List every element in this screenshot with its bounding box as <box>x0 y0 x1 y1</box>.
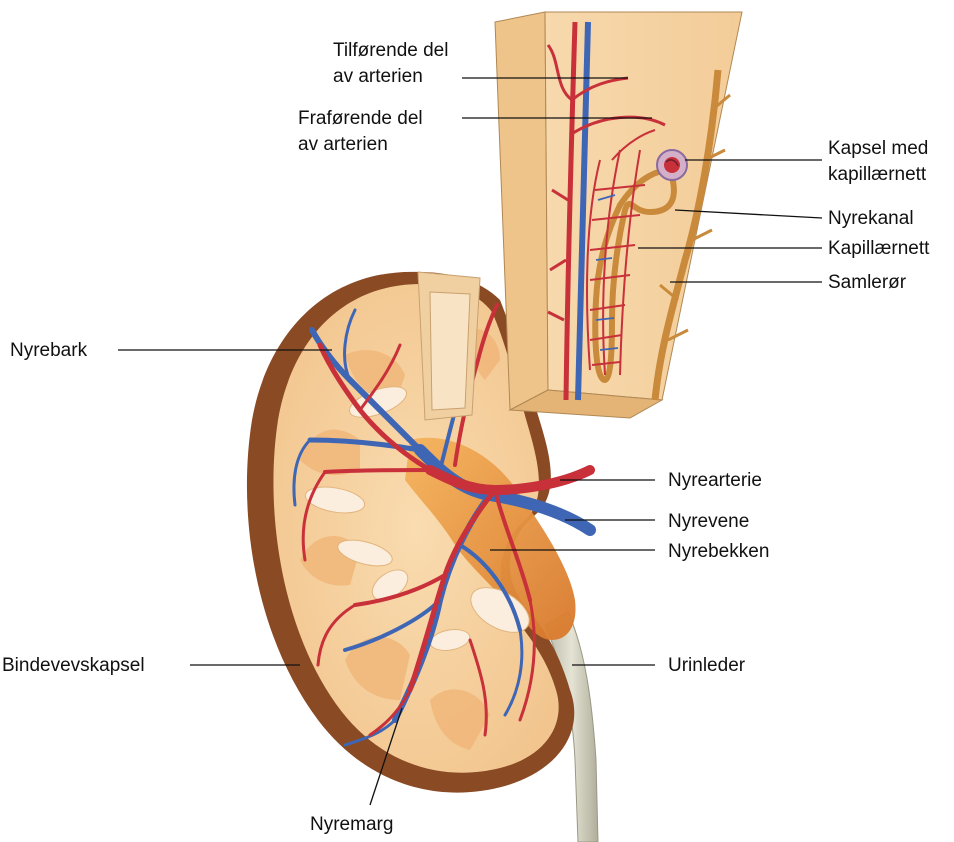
collecting-duct <box>651 69 722 401</box>
label-tilforende-line1: Tilførende del <box>333 40 448 61</box>
kidney-arteries <box>301 303 595 737</box>
kidney <box>246 271 599 842</box>
block-artery <box>563 21 578 401</box>
capillary-network <box>586 129 656 376</box>
label-nyrearterie: Nyrearterie <box>668 470 762 491</box>
label-kapillaernett: Kapillærnett <box>828 238 930 259</box>
label-nyrebekken: Nyrebekken <box>668 541 769 562</box>
label-tilforende-line2: av arterien <box>333 66 423 87</box>
label-fraforende-line2: av arterien <box>298 134 388 155</box>
leader-lines <box>118 77 823 806</box>
label-nyremarg: Nyremarg <box>310 814 393 835</box>
labels: Tilførende del av arterien Fraførende de… <box>2 40 930 835</box>
label-nyrebark: Nyrebark <box>10 340 88 361</box>
label-nyrekanal: Nyrekanal <box>828 208 914 229</box>
label-urinleder: Urinleder <box>668 655 746 676</box>
label-samleror: Samlerør <box>828 272 907 293</box>
glomerular-capsule <box>656 149 688 181</box>
block-vein <box>575 21 591 401</box>
calyx-openings <box>304 386 530 651</box>
label-kapsel-line1: Kapsel med <box>828 138 928 159</box>
label-nyrevene: Nyrevene <box>668 511 749 532</box>
label-kapsel-line2: kapillærnett <box>828 164 927 185</box>
label-fraforende-line1: Fraførende del <box>298 108 423 129</box>
renal-tubule <box>592 166 677 384</box>
renal-pelvis <box>405 437 576 640</box>
block-bottom-face <box>508 389 664 419</box>
label-bindevevskapsel: Bindevevskapsel <box>2 655 145 676</box>
magnified-nephron-block <box>494 11 743 419</box>
renal-medulla <box>300 329 500 750</box>
